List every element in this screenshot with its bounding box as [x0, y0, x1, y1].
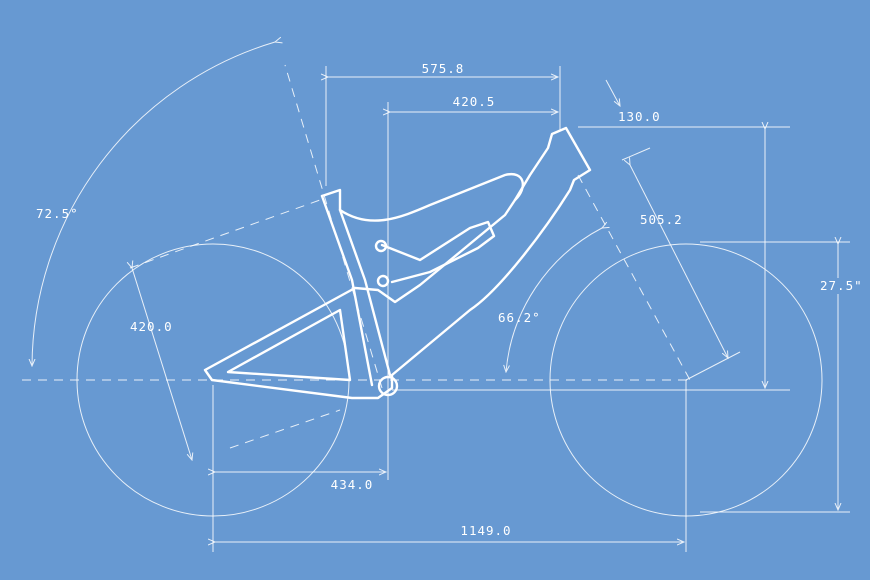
label-seat-angle: 72.5°	[36, 206, 79, 221]
seat-tube	[320, 194, 392, 387]
dim-head-tube-tick	[605, 79, 620, 106]
lower-pivot	[376, 274, 390, 288]
upper-pivot	[374, 239, 388, 253]
rear-triangle	[226, 308, 352, 382]
fork-axis-ref	[577, 174, 691, 381]
label-wheelbase: 1149.0	[460, 523, 511, 538]
dim-stem-tick	[621, 147, 651, 161]
label-head-angle: 66.2°	[498, 310, 541, 325]
head-angle-arc	[506, 228, 602, 372]
label-wheel-size: 27.5"	[820, 278, 863, 293]
seat-angle-arc	[32, 42, 275, 366]
label-stem: 505.2	[640, 212, 683, 227]
bike-frame	[203, 126, 592, 400]
top-tube-ref	[129, 199, 321, 269]
dim-stem	[630, 165, 728, 358]
label-reach: 420.5	[453, 94, 496, 109]
chainstay-ref	[229, 409, 341, 449]
label-fork-offset: 420.0	[130, 319, 173, 334]
dim-fork-offset	[132, 268, 192, 460]
ext-fork	[685, 351, 741, 381]
label-chainstay: 434.0	[331, 477, 374, 492]
bottom-bracket	[377, 375, 399, 397]
label-reach-top: 575.8	[422, 61, 465, 76]
top-tube	[320, 172, 525, 222]
rear-shock	[380, 220, 496, 284]
label-head-tube: 130.0	[618, 109, 661, 124]
